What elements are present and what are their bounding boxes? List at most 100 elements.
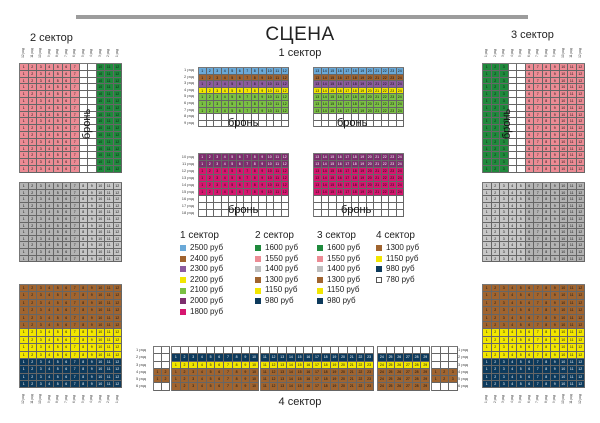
seat[interactable]: 9 [259, 87, 267, 95]
seat[interactable] [232, 347, 242, 355]
seat[interactable]: 8 [251, 87, 259, 95]
seat[interactable]: 3 [37, 381, 46, 389]
seat[interactable] [359, 210, 367, 217]
seat[interactable]: 19 [359, 87, 367, 95]
seat[interactable]: 9 [259, 189, 267, 196]
seat[interactable] [199, 114, 207, 121]
seat[interactable]: 7 [71, 307, 80, 315]
seat[interactable] [229, 196, 237, 203]
seat[interactable]: 12 [113, 381, 122, 389]
seat[interactable]: 2 [28, 344, 37, 352]
seat[interactable]: 9 [88, 189, 97, 197]
seat[interactable]: 10 [559, 373, 568, 382]
seat[interactable] [314, 203, 322, 210]
seat[interactable] [449, 383, 458, 391]
seat[interactable]: 16 [336, 100, 344, 108]
seat[interactable]: 5 [54, 165, 63, 173]
seat[interactable]: 11 [274, 100, 282, 108]
seat[interactable]: 3 [37, 215, 46, 223]
seat[interactable]: 9 [551, 104, 560, 112]
seat[interactable]: 5 [517, 366, 526, 374]
seat[interactable]: 15 [329, 175, 337, 182]
seat[interactable]: 7 [534, 229, 543, 236]
seat[interactable]: 12 [281, 175, 289, 182]
seat[interactable]: 5 [54, 145, 63, 153]
seat[interactable]: 1 [20, 321, 29, 330]
seat[interactable]: 2 [180, 354, 190, 362]
seat[interactable]: 3 [37, 97, 46, 105]
seat[interactable]: 4 [508, 381, 517, 389]
seat[interactable] [396, 114, 404, 121]
seat[interactable]: 8 [251, 182, 259, 189]
seat[interactable]: 10 [96, 381, 105, 389]
seat[interactable]: 9 [551, 329, 560, 337]
seat[interactable]: 12 [576, 366, 585, 374]
seat[interactable]: 7 [71, 64, 80, 71]
seat[interactable]: 9 [88, 329, 97, 337]
seat[interactable]: 10 [96, 307, 105, 315]
seat[interactable] [508, 138, 517, 146]
seat[interactable]: 11 [568, 152, 577, 160]
seat[interactable]: 5 [229, 100, 237, 108]
seat[interactable]: 7 [534, 215, 543, 223]
seat[interactable]: 7 [534, 125, 543, 132]
seat[interactable]: 4 [221, 175, 229, 182]
seat[interactable]: 18 [321, 368, 331, 377]
seat[interactable]: 2 [491, 215, 500, 223]
seat[interactable]: 11 [261, 354, 270, 362]
seat[interactable]: 16 [336, 175, 344, 182]
seat[interactable] [321, 114, 329, 121]
seat[interactable]: 19 [359, 107, 367, 115]
seat[interactable]: 8 [79, 235, 88, 243]
seat[interactable] [206, 114, 214, 121]
seat[interactable]: 12 [281, 81, 289, 88]
seat[interactable]: 5 [517, 196, 526, 203]
seat[interactable]: 7 [534, 321, 543, 330]
seat[interactable]: 7 [244, 182, 252, 189]
seat[interactable] [79, 91, 88, 98]
seat[interactable]: 11 [568, 307, 577, 315]
seat[interactable]: 8 [542, 189, 551, 197]
seat[interactable]: 12 [576, 131, 585, 139]
seat[interactable]: 7 [71, 314, 80, 322]
seat[interactable] [278, 347, 288, 355]
seat[interactable]: 5 [517, 183, 526, 190]
seat[interactable]: 2 [491, 358, 500, 367]
seat[interactable]: 7 [534, 165, 543, 173]
seat[interactable]: 4 [45, 209, 54, 216]
seat[interactable]: 6 [525, 159, 534, 166]
seat[interactable] [432, 354, 441, 362]
seat[interactable]: 7 [71, 358, 80, 367]
seat[interactable]: 16 [336, 154, 344, 161]
seat[interactable]: 8 [542, 358, 551, 367]
seat[interactable]: 1 [483, 329, 492, 337]
seat[interactable]: 2 [491, 235, 500, 243]
seat[interactable]: 4 [508, 373, 517, 382]
seat[interactable]: 4 [198, 376, 207, 384]
seat[interactable] [266, 114, 274, 121]
seat[interactable] [214, 210, 222, 217]
seat[interactable]: 17 [344, 161, 352, 168]
seat[interactable]: 14 [321, 68, 329, 75]
seat[interactable]: 5 [54, 189, 63, 197]
seat[interactable]: 6 [525, 336, 534, 345]
seat[interactable]: 1 [483, 165, 492, 173]
seat[interactable]: 2 [491, 77, 500, 85]
seat[interactable]: 7 [534, 351, 543, 359]
seat[interactable]: 11 [105, 202, 114, 210]
seat[interactable]: 9 [551, 222, 560, 230]
seat[interactable]: 8 [542, 183, 551, 190]
seat[interactable]: 10 [559, 138, 568, 146]
seat[interactable]: 3 [500, 202, 509, 210]
seat[interactable]: 3 [37, 183, 46, 190]
seat[interactable] [236, 203, 244, 210]
seat[interactable]: 3 [37, 242, 46, 249]
seat[interactable] [251, 196, 259, 203]
seat[interactable]: 6 [62, 222, 71, 230]
seat[interactable]: 10 [96, 373, 105, 382]
seat[interactable]: 12 [576, 145, 585, 153]
seat[interactable]: 10 [96, 255, 105, 263]
seat[interactable]: 6 [236, 81, 244, 88]
seat[interactable] [214, 203, 222, 210]
seat[interactable]: 3 [500, 285, 509, 293]
